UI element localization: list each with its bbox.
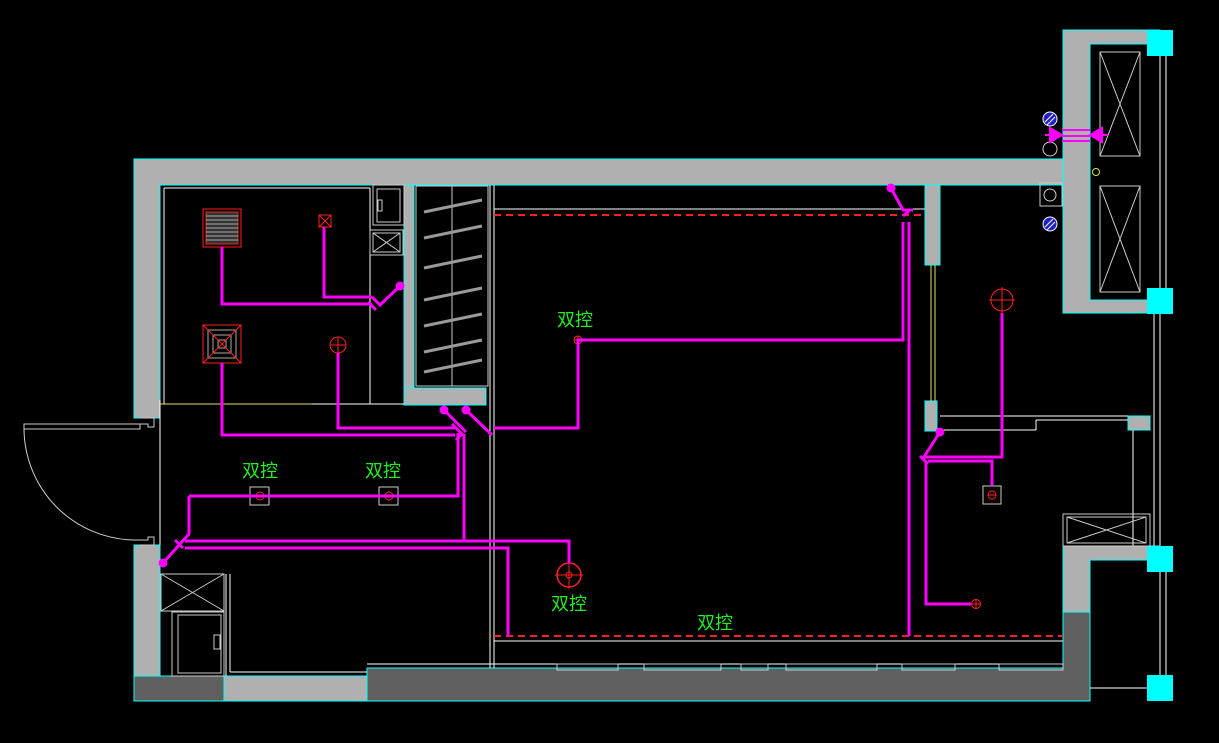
wiring xyxy=(161,187,1004,636)
entry-door xyxy=(23,417,155,546)
outline-lines xyxy=(159,56,1167,689)
right-door-jamb xyxy=(1127,415,1151,431)
column xyxy=(1147,546,1173,572)
dual-switch-label: 双控 xyxy=(557,310,593,331)
downlight-icon xyxy=(329,336,347,354)
column xyxy=(1147,675,1173,701)
switch-icon xyxy=(982,485,1002,505)
dual-switch-label: 双控 xyxy=(697,613,733,634)
downlight-icon xyxy=(989,287,1015,313)
dark-walls xyxy=(133,611,1091,702)
exhaust-fan-icon xyxy=(202,208,242,248)
dual-switch-label: 双控 xyxy=(242,461,278,482)
left-lower-wall xyxy=(133,544,161,677)
pipe-symbol xyxy=(1045,126,1108,144)
walls xyxy=(133,29,1161,702)
switch-labels: 双控 双控 双控 双控 双控 xyxy=(242,310,733,634)
sill-boxes xyxy=(556,663,1064,671)
partition-lower xyxy=(924,400,938,432)
right-lower-wall xyxy=(1062,545,1161,613)
appliances xyxy=(160,51,1151,677)
pendant-light-icon xyxy=(555,561,583,589)
column xyxy=(1147,288,1173,314)
bottom-left-wall xyxy=(133,675,225,702)
yellow-lines xyxy=(160,168,1100,405)
columns xyxy=(1147,30,1173,701)
partition-upper xyxy=(924,184,941,266)
downlight-icon xyxy=(971,599,981,609)
led-strips xyxy=(494,214,1063,637)
dual-switch-label: 双控 xyxy=(551,594,587,615)
closet-wall xyxy=(403,184,415,406)
top-wall xyxy=(133,158,1064,419)
ceiling-vent-icon xyxy=(202,324,242,364)
wardrobe xyxy=(415,185,489,387)
closet-sill xyxy=(403,387,487,406)
wiring-nodes xyxy=(158,183,945,568)
small-light-icon xyxy=(318,214,332,228)
column xyxy=(1147,30,1173,56)
right-upper-wall xyxy=(1062,29,1161,314)
dual-switch-label: 双控 xyxy=(365,461,401,482)
hatch-symbols xyxy=(1042,111,1058,232)
bottom-wall-segment xyxy=(223,675,368,702)
